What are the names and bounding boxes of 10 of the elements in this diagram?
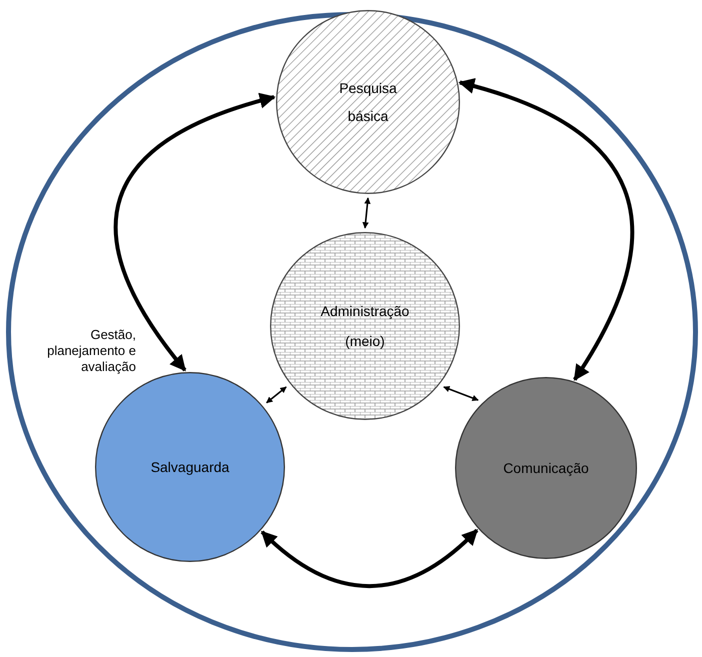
node-label: Salvaguarda — [150, 459, 230, 475]
arrow — [443, 386, 479, 402]
arrow — [114, 93, 276, 372]
node-label: Pesquisa básica — [338, 79, 398, 126]
node-label: Administração (meio) — [320, 302, 410, 351]
arrow — [266, 386, 287, 404]
arrow — [458, 78, 634, 381]
node-label: Comunicação — [502, 460, 590, 476]
arrow — [362, 197, 371, 229]
arrow — [260, 528, 478, 588]
